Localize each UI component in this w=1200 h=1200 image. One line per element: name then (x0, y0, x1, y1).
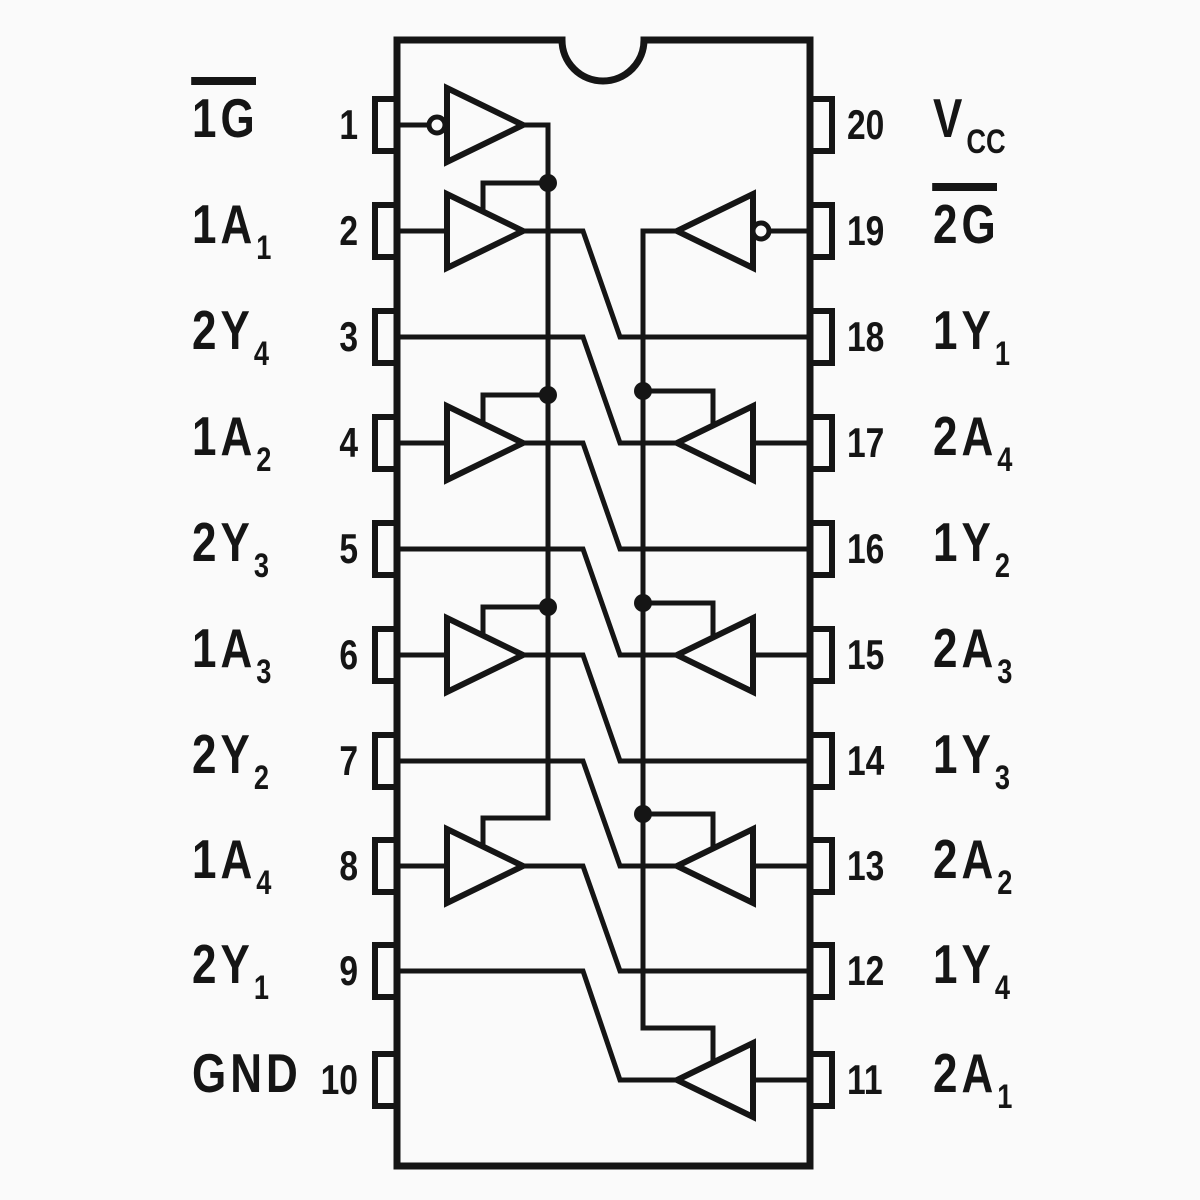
inverter-1g-triangle (444, 83, 530, 167)
pin-13-number: 13 (847, 842, 885, 889)
wire-2a3-to-2y3 (397, 546, 677, 658)
buffer-2a3-triangle (670, 613, 756, 697)
pin-20-label: VCC (933, 87, 1006, 162)
junction-dot (539, 598, 557, 616)
pin-14-label: 1Y3 (933, 723, 1010, 798)
enable-rail-1g (480, 122, 551, 846)
pin-6-number: 6 (339, 631, 358, 678)
pin-12-number: 12 (847, 947, 885, 994)
junction-dot (539, 386, 557, 404)
wire-2a1-to-2y1 (397, 968, 677, 1083)
pin-16-label: 1Y2 (933, 511, 1010, 586)
junction-dot (634, 805, 652, 823)
buffer-1a4-triangle (444, 824, 530, 908)
enable-tap-2a3 (643, 600, 716, 637)
buffer-2a4-triangle (670, 401, 756, 485)
buffer-1a3-triangle (444, 613, 530, 697)
wire-1a1-to-1y1 (523, 228, 810, 340)
enable-tap-1a3 (480, 604, 548, 635)
pin-4-number: 4 (339, 419, 358, 466)
pin-1-number: 1 (339, 101, 358, 148)
pin-8-number: 8 (339, 842, 358, 889)
pin-16-number: 16 (847, 525, 885, 572)
pin-19-label: 2G (932, 183, 1000, 255)
pin-13-label: 2A2 (933, 828, 1013, 903)
pin-1-label: 1G (191, 77, 259, 149)
pin-14-number: 14 (847, 737, 885, 784)
pin-2-number: 2 (339, 207, 358, 254)
wire-2a4-to-2y4 (397, 334, 677, 446)
pin-11-label: 2A1 (933, 1042, 1013, 1117)
pin-10-number: 10 (320, 1056, 358, 1103)
pin-15-label: 2A3 (933, 617, 1013, 692)
pin-10-label: GND (192, 1042, 302, 1104)
enable-tap-2a4 (643, 388, 716, 425)
pin-18-number: 18 (847, 313, 885, 360)
pin-2-label: 1A1 (192, 193, 272, 268)
pin-7-label: 2Y2 (192, 723, 269, 798)
pin-8-label: 1A4 (192, 828, 272, 903)
pin-15-number: 15 (847, 631, 885, 678)
package-outline (393, 36, 814, 1170)
junction-dot (634, 594, 652, 612)
wire-1a2-to-1y2 (523, 440, 810, 552)
pin-5-number: 5 (339, 525, 358, 572)
buffer-2a1-triangle (670, 1038, 756, 1122)
pin-19-number: 19 (847, 207, 885, 254)
wire-1a4-to-1y4 (523, 863, 810, 974)
enable-tap-1a1 (480, 180, 548, 211)
inverter-2g-triangle (670, 189, 756, 273)
enable-tap-1a2 (480, 392, 548, 423)
enable-tap-2a2 (643, 811, 716, 848)
buffer-1a2-triangle (444, 401, 530, 485)
pin-7-number: 7 (339, 737, 358, 784)
buffer-2a2-triangle (670, 824, 756, 908)
pin-20-number: 20 (847, 101, 885, 148)
junction-dot (634, 382, 652, 400)
pin-5-label: 2Y3 (192, 511, 269, 586)
wire-2a2-to-2y2 (397, 758, 677, 869)
pin-11-number: 11 (847, 1056, 883, 1103)
pin-9-number: 9 (339, 947, 358, 994)
pin-12-label: 1Y4 (933, 933, 1010, 1008)
pin-3-label: 2Y4 (192, 299, 269, 374)
pin-6-label: 1A3 (192, 617, 272, 692)
pin-17-number: 17 (847, 419, 885, 466)
inverter-1g-bubble (426, 114, 448, 136)
pin-9-label: 2Y1 (192, 933, 269, 1008)
pin-4-label: 1A2 (192, 405, 272, 480)
enable-rail-2g (640, 228, 716, 1062)
pin-18-label: 1Y1 (933, 299, 1010, 374)
inverter-2g-bubble (750, 220, 772, 242)
wire-1a3-to-1y3 (523, 652, 810, 764)
pin-3-number: 3 (339, 313, 358, 360)
pin-17-label: 2A4 (933, 405, 1013, 480)
buffer-1a1-triangle (444, 189, 530, 273)
junction-dot (539, 174, 557, 192)
